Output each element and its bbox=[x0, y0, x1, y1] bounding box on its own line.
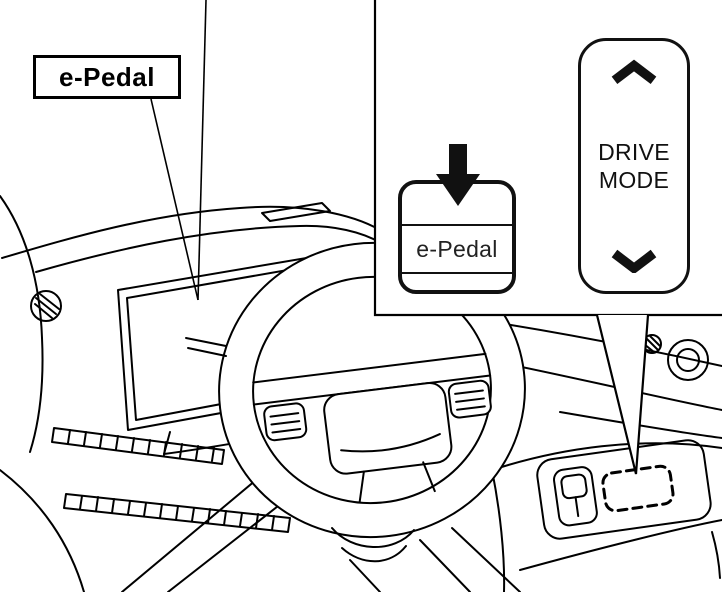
epedal-button-label: e-Pedal bbox=[416, 235, 498, 262]
epedal-switch-dashed-target bbox=[601, 464, 675, 513]
center-console bbox=[349, 439, 722, 592]
drive-mode-label-line1: DRIVE bbox=[598, 138, 670, 165]
chevron-up-icon bbox=[611, 59, 657, 85]
epedal-callout-label: e-Pedal bbox=[33, 55, 181, 99]
label-leader-lines bbox=[150, 0, 207, 301]
airbag-pad bbox=[323, 382, 453, 475]
steering-wheel bbox=[218, 241, 526, 539]
dash-knob bbox=[667, 339, 709, 381]
drive-mode-label: DRIVE MODE bbox=[598, 138, 670, 194]
shifter bbox=[553, 466, 598, 527]
epedal-callout-text: e-Pedal bbox=[59, 61, 155, 92]
pointer-triangle bbox=[597, 315, 648, 474]
drive-mode-switch-illustration: DRIVE MODE bbox=[578, 38, 690, 294]
steering-column bbox=[185, 337, 415, 563]
chevron-down-icon bbox=[611, 249, 657, 273]
drive-mode-label-line2: MODE bbox=[598, 167, 670, 193]
epedal-button-face: e-Pedal bbox=[402, 224, 512, 274]
down-arrow-icon bbox=[436, 144, 480, 206]
